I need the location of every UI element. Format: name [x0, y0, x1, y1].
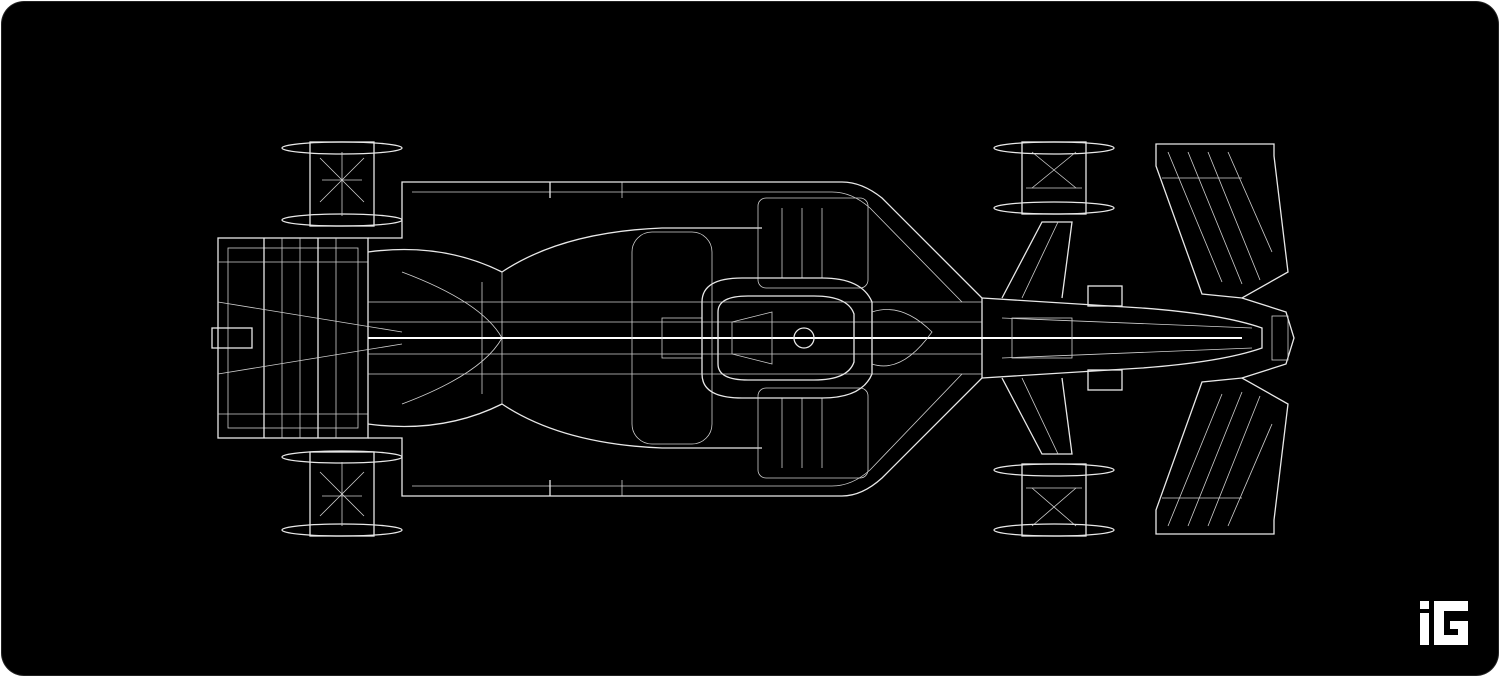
front-suspension [1001, 221, 1073, 455]
nose-cone [981, 285, 1263, 391]
front-wing [1155, 143, 1295, 535]
cockpit [701, 277, 933, 399]
ig-brand-logo-icon [1420, 601, 1468, 645]
front-wheel-bottom [993, 463, 1115, 537]
rear-wheel-top [281, 141, 403, 227]
rear-wing [211, 237, 403, 439]
car-body [367, 181, 1242, 497]
rear-wheel-bottom [281, 450, 403, 537]
front-wheel-top [993, 141, 1115, 215]
